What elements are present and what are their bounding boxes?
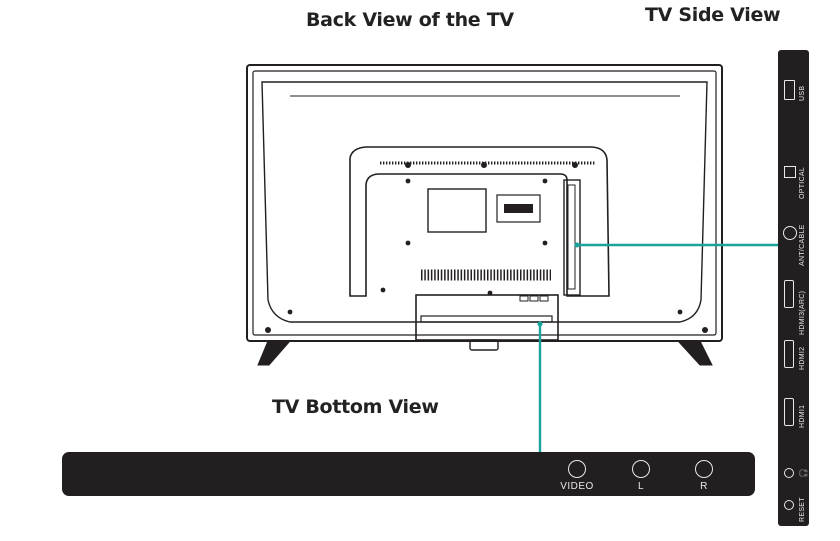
tv-back-bump <box>349 146 610 297</box>
bottom-panel: VIDEO L R <box>62 452 755 496</box>
warning-label <box>496 194 541 223</box>
back-view-title: Back View of the TV <box>306 9 514 31</box>
video-port-label: VIDEO <box>560 481 594 492</box>
optical-port-icon <box>784 166 796 178</box>
tv-frame-inner <box>252 70 717 336</box>
reset-button-icon <box>784 500 794 510</box>
hdmi3-port-label: HDMI3(ARC) <box>799 290 806 335</box>
audio-l-port-label: L <box>637 481 645 492</box>
audio-l-jack-icon <box>632 460 650 478</box>
side-connector-column <box>563 179 581 296</box>
usb-port-icon <box>784 80 795 100</box>
headphone-jack-icon <box>784 468 794 478</box>
audio-r-port: R <box>674 456 734 492</box>
ant-cable-port-label: ANT/CABLE <box>799 224 806 266</box>
hdmi2-port-icon <box>784 340 794 368</box>
usb-port-label: USB <box>799 85 806 101</box>
audio-r-port-label: R <box>700 481 708 492</box>
tv-frame-outer <box>246 64 723 342</box>
bottom-connector-box <box>415 294 559 341</box>
tv-leg-left <box>257 340 292 366</box>
side-view-title: TV Side View <box>645 4 781 26</box>
tv-back-shell <box>261 81 708 323</box>
video-jack-icon <box>568 460 586 478</box>
audio-l-port: L <box>611 456 671 492</box>
hdmi1-port-label: HDMI1 <box>799 404 806 428</box>
optical-port-label: OPTICAL <box>799 166 806 199</box>
hdmi3-port-icon <box>784 280 794 308</box>
hdmi1-port-icon <box>784 398 794 426</box>
headphone-port-label: 🎧 <box>799 467 808 478</box>
bottom-view-title: TV Bottom View <box>272 396 439 418</box>
ant-cable-port-icon <box>783 226 797 240</box>
hdmi2-port-label: HDMI2 <box>799 346 806 370</box>
side-panel: USB OPTICAL ANT/CABLE HDMI3(ARC) HDMI2 H… <box>778 50 809 526</box>
back-label-plate <box>427 188 487 233</box>
audio-r-jack-icon <box>695 460 713 478</box>
tv-leg-right <box>676 340 713 366</box>
reset-label: RESET <box>799 497 806 522</box>
video-port: VIDEO <box>547 456 607 492</box>
